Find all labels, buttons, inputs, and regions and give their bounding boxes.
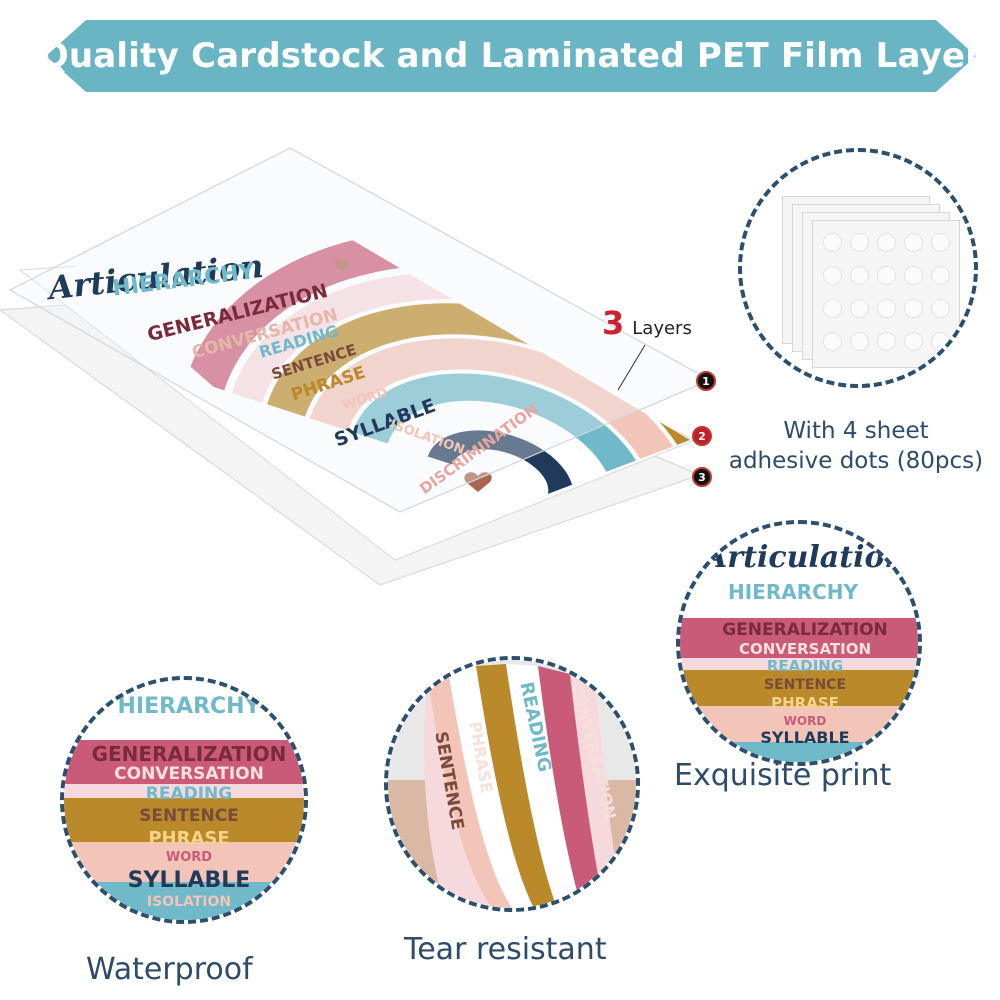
- adhesive-dot: [931, 233, 950, 252]
- adhesive-dot: [850, 299, 869, 318]
- water-level-2: READING: [145, 784, 233, 804]
- adhesive-dot: [904, 233, 923, 252]
- exquisite-print-caption: Exquisite print: [674, 758, 892, 793]
- water-level-3: SENTENCE: [139, 806, 239, 826]
- print-detail: Articulation HIERARCHY GENERALIZATION CO…: [680, 524, 918, 762]
- water-band-peach: [64, 842, 304, 882]
- print-band-teal: [680, 742, 918, 762]
- layers-label: 3 Layers: [602, 304, 692, 342]
- adhesive-dot: [931, 266, 950, 285]
- waterproof-detail: HIERARCHY GENERALIZATION CONVERSATION RE…: [64, 680, 304, 920]
- water-level-1: CONVERSATION: [114, 764, 264, 784]
- print-level-2: READING: [766, 657, 844, 675]
- print-level-3: SENTENCE: [763, 677, 847, 693]
- water-level-6: SYLLABLE: [127, 868, 251, 893]
- banner-title: Quality Cardstock and Laminated PET Film…: [39, 36, 983, 76]
- layer-stack-illustration: Articulation HIERARCHY GENERALIZATION CO…: [0, 140, 720, 600]
- folded-poster-graphic: [388, 660, 636, 908]
- water-band-mustard: [64, 798, 304, 842]
- adhesive-dot: [823, 266, 842, 285]
- adhesive-dots-line2: adhesive dots (80pcs): [728, 448, 984, 474]
- print-subtitle: HIERARCHY: [728, 580, 859, 604]
- water-level-7: ISOLATION: [146, 894, 232, 910]
- print-band-peach: [680, 706, 918, 742]
- adhesive-dot: [850, 266, 869, 285]
- adhesive-dot: [877, 299, 896, 318]
- print-level-1: CONVERSATION: [738, 640, 872, 658]
- layers-count: 3: [602, 304, 625, 342]
- print-title: Articulation: [704, 540, 907, 575]
- tear-resistant-caption: Tear resistant: [404, 932, 607, 967]
- adhesive-dot: [823, 332, 842, 351]
- adhesive-dot: [904, 332, 923, 351]
- adhesive-dots-circle: [738, 148, 978, 388]
- adhesive-dots-line1: With 4 sheet: [783, 418, 929, 444]
- print-band-light: [680, 658, 918, 670]
- print-level-6: SYLLABLE: [760, 728, 850, 747]
- adhesive-dots-caption: With 4 sheet adhesive dots (80pcs): [712, 416, 1000, 476]
- print-band-mustard: [680, 670, 918, 706]
- adhesive-dot: [904, 299, 923, 318]
- print-band-pink: [680, 618, 918, 658]
- water-level-4: PHRASE: [148, 828, 230, 849]
- adhesive-dot: [931, 332, 950, 351]
- layer-marker-2: 2: [692, 426, 712, 446]
- adhesive-dot: [823, 233, 842, 252]
- water-level-5: WORD: [165, 850, 213, 865]
- layers-word: Layers: [632, 318, 692, 339]
- print-level-5: WORD: [783, 714, 827, 728]
- adhesive-dot: [877, 332, 896, 351]
- water-subtitle: HIERARCHY: [117, 694, 261, 719]
- tear-resistant-circle: SENTENCE READING CONVERSATION PHRASE: [384, 656, 640, 912]
- adhesive-dot: [850, 233, 869, 252]
- water-band-light: [64, 784, 304, 798]
- adhesive-dot: [823, 299, 842, 318]
- water-band-teal: [64, 882, 304, 920]
- adhesive-dot: [877, 266, 896, 285]
- layer-marker-1: 1: [696, 371, 716, 391]
- print-level-4: PHRASE: [771, 694, 839, 712]
- waterproof-caption: Waterproof: [86, 952, 253, 987]
- layer-marker-3: 3: [692, 467, 712, 487]
- water-level-0: GENERALIZATION: [91, 742, 287, 766]
- adhesive-dot: [904, 266, 923, 285]
- adhesive-dot: [931, 299, 950, 318]
- print-level-0: GENERALIZATION: [722, 620, 888, 640]
- waterproof-circle: HIERARCHY GENERALIZATION CONVERSATION RE…: [60, 676, 308, 924]
- water-band-pink: [64, 740, 304, 784]
- adhesive-dot: [877, 233, 896, 252]
- adhesive-dot: [850, 332, 869, 351]
- title-banner: Quality Cardstock and Laminated PET Film…: [46, 20, 976, 92]
- dot-sheet: [812, 220, 960, 368]
- exquisite-print-circle: Articulation HIERARCHY GENERALIZATION CO…: [676, 520, 922, 766]
